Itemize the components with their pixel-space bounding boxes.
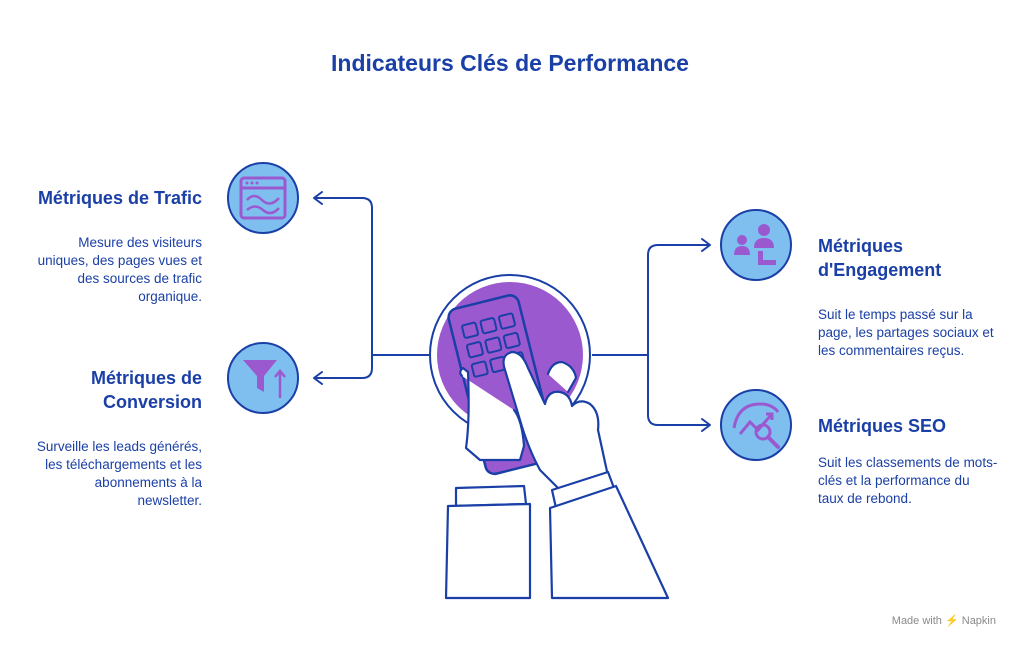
- connector-engagement: [592, 244, 710, 356]
- page-title: Indicateurs Clés de Performance: [331, 50, 689, 76]
- connector-seo: [647, 355, 710, 426]
- seo-description: Suit les classements de mots-clés et la …: [818, 455, 998, 506]
- seo-block: Métriques SEO Suit les classements de mo…: [818, 414, 998, 508]
- seo-title: Métriques SEO: [818, 416, 947, 436]
- connector-trafic: [314, 197, 432, 356]
- engagement-description: Suit le temps passé sur la page, les par…: [818, 307, 994, 358]
- traffic-chart-icon: [227, 162, 299, 234]
- right-hand: [502, 350, 670, 600]
- conversion-description: Surveille les leads générés, les télécha…: [36, 439, 202, 508]
- conversion-title: Métriques de Conversion: [90, 368, 202, 412]
- napkin-logo-icon: ⚡: [944, 615, 959, 627]
- napkin-brand: Napkin: [961, 615, 996, 627]
- left-hand: [444, 366, 532, 600]
- conversion-block: Métriques de Conversion Surveille les le…: [30, 366, 202, 510]
- trafic-title: Métriques de Trafic: [37, 188, 202, 208]
- connector-lines: [313, 191, 711, 432]
- central-illustration: [429, 274, 670, 600]
- funnel-icon: [227, 342, 299, 414]
- connector-conversion: [314, 355, 373, 379]
- trafic-description: Mesure des visiteurs uniques, des pages …: [37, 235, 202, 304]
- engagement-block: Métriques d'Engagement Suit le temps pas…: [818, 234, 998, 360]
- engagement-title: Métriques d'Engagement: [818, 236, 942, 280]
- seo-search-icon: [720, 389, 792, 461]
- people-icon: [720, 209, 792, 281]
- trafic-block: Métriques de Trafic Mesure des visiteurs…: [30, 186, 202, 306]
- made-with-napkin[interactable]: Made with ⚡ Napkin: [892, 614, 996, 627]
- made-with-label: Made with: [891, 615, 942, 627]
